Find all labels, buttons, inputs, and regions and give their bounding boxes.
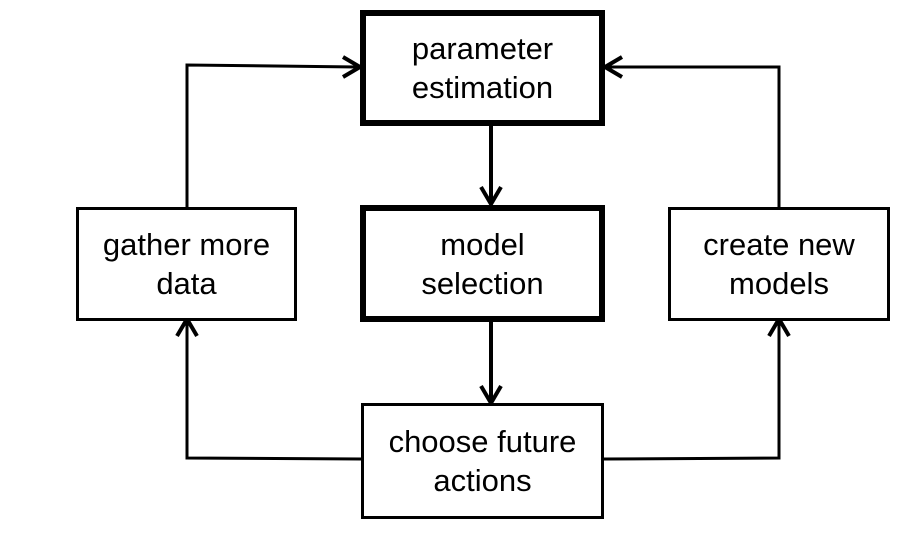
node-label-line: data [156, 266, 217, 301]
node-label-parameter-estimation: parameter estimation [412, 29, 553, 107]
edge-parameter-estimation-to-model-selection [479, 125, 503, 208]
edge-choose-future-actions-to-gather-more-data [175, 315, 363, 461]
node-parameter-estimation: parameter estimation [360, 10, 605, 126]
node-gather-more-data: gather more data [76, 207, 297, 321]
node-label-line: gather more [102, 227, 271, 262]
node-create-new-models: create new models [668, 207, 890, 321]
node-label-line: parameter [411, 31, 554, 66]
node-label-line: models [729, 266, 829, 301]
edge-create-new-models-to-parameter-estimation [601, 55, 781, 207]
edge-model-selection-to-choose-future-actions [479, 322, 503, 407]
edge-choose-future-actions-to-create-new-models [603, 315, 791, 461]
node-label-line: create new [703, 227, 855, 262]
node-label-model-selection: model selection [421, 225, 543, 303]
node-label-line: choose future [388, 424, 577, 459]
node-model-selection: model selection [360, 205, 605, 322]
node-choose-future-actions: choose future actions [361, 403, 604, 519]
node-label-line: selection [421, 265, 544, 301]
node-label-gather-more-data: gather more data [103, 225, 270, 303]
edge-gather-more-data-to-parameter-estimation [185, 55, 364, 207]
node-label-create-new-models: create new models [703, 225, 855, 303]
node-label-line: model [440, 226, 525, 262]
node-label-line: actions [433, 463, 532, 498]
node-label-choose-future-actions: choose future actions [389, 422, 577, 500]
node-label-line: estimation [411, 70, 554, 105]
